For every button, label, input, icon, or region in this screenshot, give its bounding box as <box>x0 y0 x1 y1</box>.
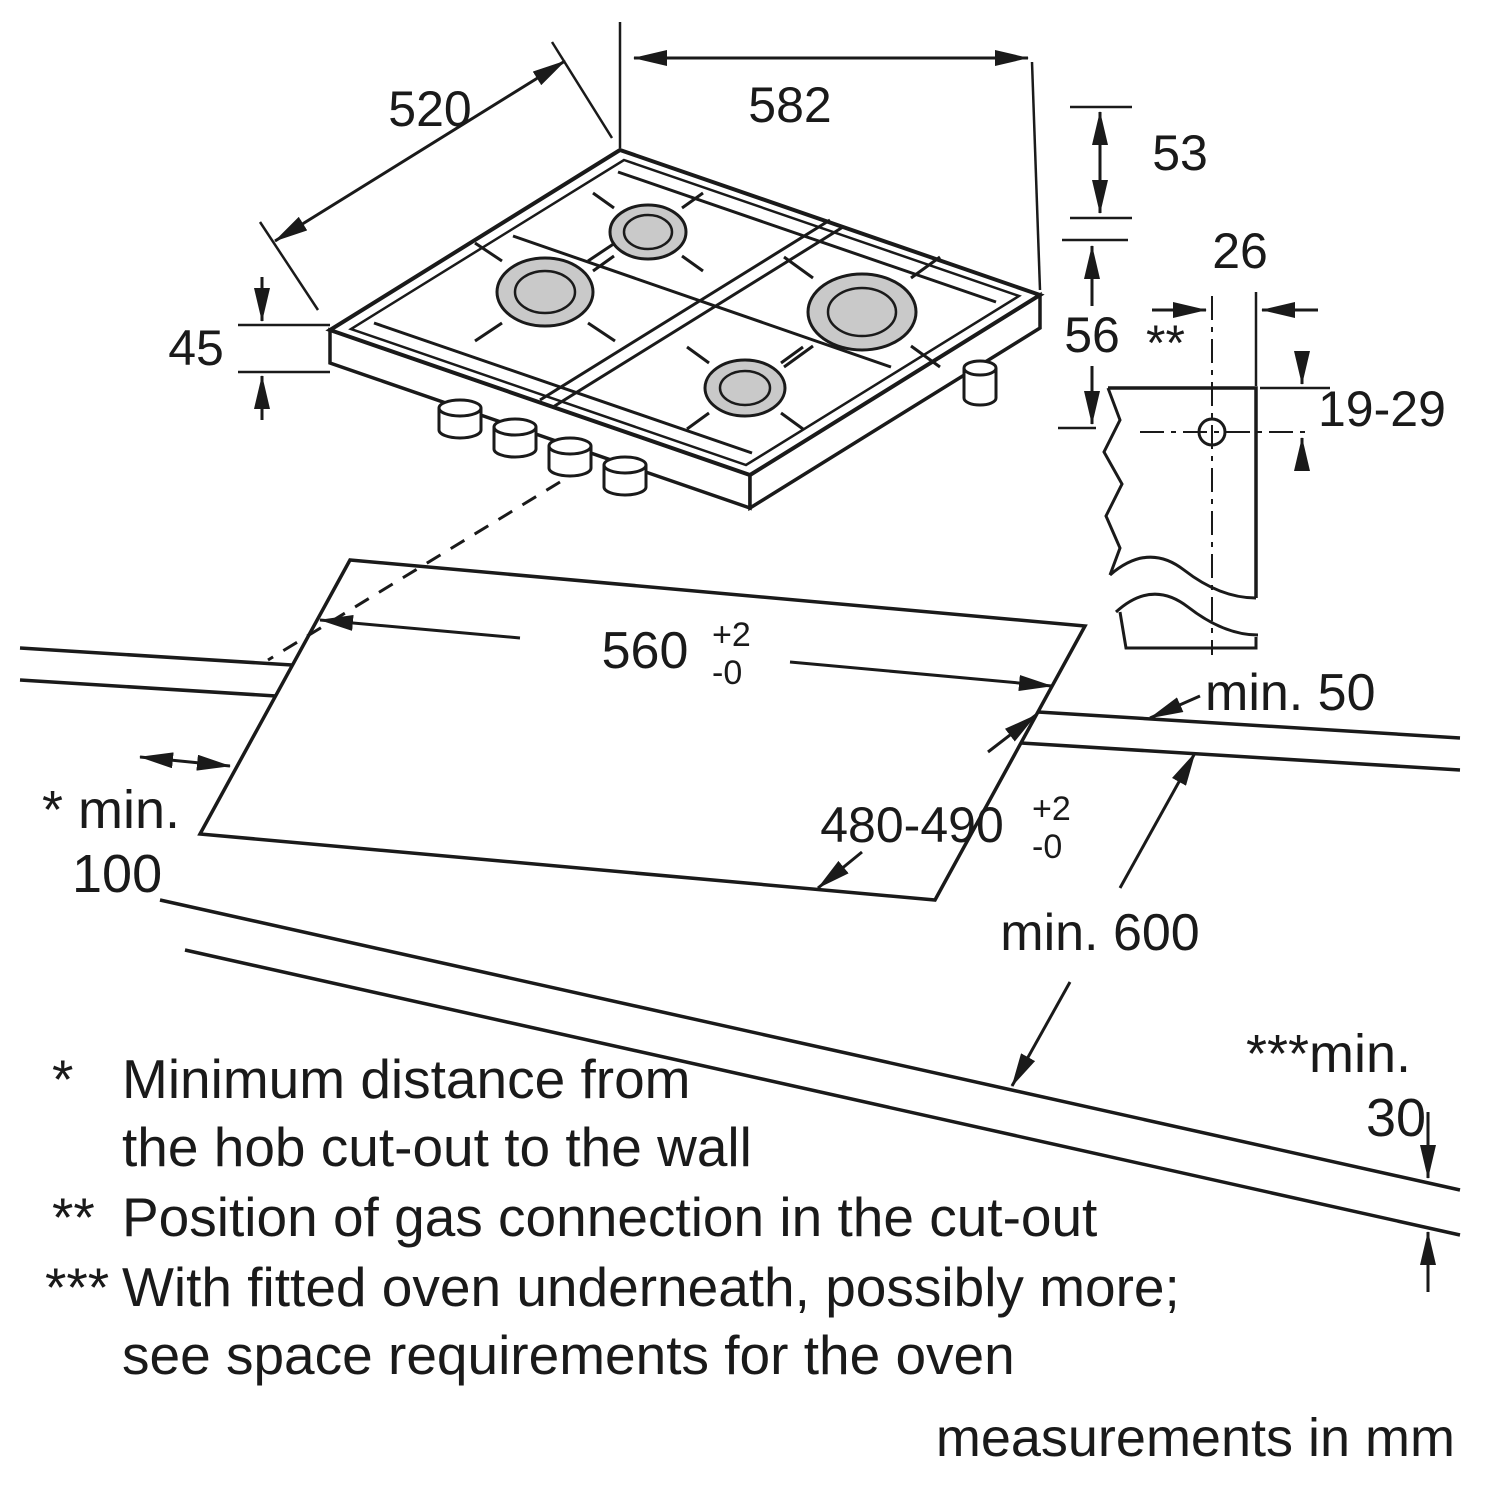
worktop-back-edge <box>1037 710 1461 740</box>
dim-45-label: 45 <box>168 320 224 376</box>
dim-53-label: 53 <box>1152 125 1208 181</box>
dim-hob-width-582: 582 <box>618 22 1042 291</box>
projection-dashed-line <box>267 480 561 662</box>
bracket-break-wave-2 <box>1114 592 1259 637</box>
dim-19-29: 19-29 <box>1260 351 1446 471</box>
bracket-break-wave-1 <box>1109 555 1257 600</box>
worktop-back-edge-inner <box>1020 741 1461 772</box>
dim-56: 56 <box>1058 238 1128 430</box>
hob-isometric-view <box>267 147 1045 662</box>
bracket-left-edge <box>1102 387 1124 576</box>
burner-back <box>592 191 704 273</box>
footnote-1-line-1: Minimum distance from <box>122 1048 690 1110</box>
dim-56-label: 56 <box>1064 307 1120 363</box>
min-100-label-a: * min. <box>42 780 180 840</box>
worktop-back-edge-inner <box>19 678 277 698</box>
hob-top-rim <box>348 158 1022 467</box>
burner-front <box>686 345 804 431</box>
dim-cutout-width-560: 560 +2 -0 <box>319 614 1053 692</box>
dim-26-label: 26 <box>1212 223 1268 279</box>
dim-45: 45 <box>168 277 330 420</box>
dim-cutout-depth-480-490: 480-490 +2 -0 <box>817 713 1071 890</box>
footnote-3-line-2: see space requirements for the oven <box>122 1324 1015 1386</box>
min-50-label: min. 50 <box>1205 664 1376 722</box>
bracket-lower-piece <box>1118 611 1258 650</box>
dim-min-100: * min. 100 <box>42 752 231 904</box>
dim-min-30: ***min. 30 <box>1246 1024 1436 1292</box>
min-100-label-b: 100 <box>72 844 162 904</box>
worktop-cutout-view <box>19 558 1461 1237</box>
worktop-front-edge <box>159 898 1461 1192</box>
dim-560-tol-plus: +2 <box>712 616 751 654</box>
burner-right <box>783 255 941 369</box>
burner-left <box>474 241 616 343</box>
dim-480-490-tol-minus: -0 <box>1032 828 1062 866</box>
footnote-1-marker: * <box>52 1048 73 1110</box>
dim-hob-depth-520: 520 <box>258 41 614 311</box>
dim-520-label: 520 <box>388 81 471 137</box>
dim-53: 53 <box>1070 105 1208 220</box>
dim-560-tol-minus: -0 <box>712 654 742 692</box>
gas-connection-detail: 26 ** 19-29 <box>1102 223 1446 655</box>
footnote-2-line-1: Position of gas connection in the cut-ou… <box>122 1186 1097 1248</box>
worktop-back-edge <box>19 646 293 667</box>
hob-foot <box>962 359 998 407</box>
hob-top-surface <box>325 147 1045 478</box>
footnote-3-marker: *** <box>45 1256 109 1318</box>
dim-582-label: 582 <box>748 77 831 133</box>
footnote-2-marker: ** <box>52 1186 95 1248</box>
dim-560-label: 560 <box>602 622 689 680</box>
worktop-cutout <box>197 558 1088 902</box>
dim-19-29-label: 19-29 <box>1318 381 1446 437</box>
dim-min-50: min. 50 <box>1149 664 1376 722</box>
pan-support-rails <box>373 170 997 455</box>
worktop-front-edge-lower <box>184 948 1461 1237</box>
control-knobs <box>437 398 648 497</box>
footnotes: * Minimum distance from the hob cut-out … <box>45 1048 1180 1386</box>
gas-position-marker: ** <box>1146 315 1185 371</box>
bracket-outline <box>1108 386 1258 598</box>
min-30-label-a: ***min. <box>1246 1024 1411 1084</box>
units-note: measurements in mm <box>936 1408 1455 1468</box>
footnote-3-line-1: With fitted oven underneath, possibly mo… <box>122 1256 1180 1318</box>
dim-min-600: min. 600 <box>1000 752 1200 1087</box>
dim-480-490-label: 480-490 <box>820 797 1004 853</box>
min-600-label: min. 600 <box>1000 904 1199 962</box>
dim-480-490-tol-plus: +2 <box>1032 790 1071 828</box>
footnote-1-line-2: the hob cut-out to the wall <box>122 1116 752 1178</box>
min-30-label-b: 30 <box>1366 1088 1426 1148</box>
